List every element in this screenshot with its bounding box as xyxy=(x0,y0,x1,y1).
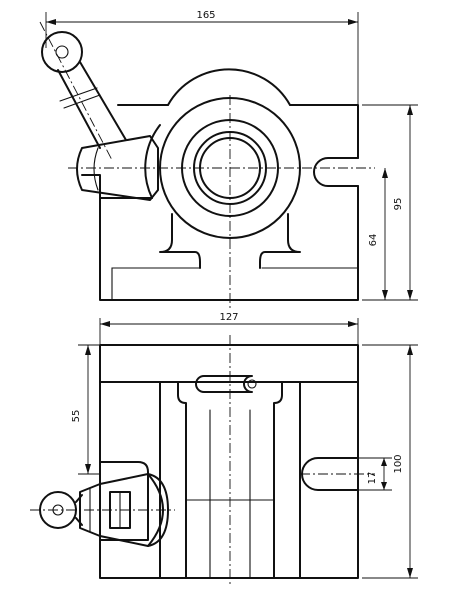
top-lever-ring-1 xyxy=(59,87,98,102)
dim-165-label: 165 xyxy=(196,10,215,21)
dim-100-label: 100 xyxy=(393,454,404,473)
bottom-handle-neck xyxy=(75,494,83,526)
dim-17-label: 17 xyxy=(367,472,378,485)
dim-95-arrow-top xyxy=(407,105,413,115)
top-lever-centerline xyxy=(39,21,113,161)
top-right-slot xyxy=(313,157,359,187)
dim-64-arrow-top xyxy=(382,168,388,178)
dim-127-label: 127 xyxy=(219,312,238,323)
top-lever-ring-2 xyxy=(63,94,101,109)
top-handle-sleeve xyxy=(76,135,159,201)
top-base-block xyxy=(99,104,359,301)
dim-127-arrow-right xyxy=(348,321,358,327)
dim-165-arrow-left xyxy=(46,19,56,25)
top-base-step xyxy=(111,267,359,301)
bottom-handle-cap xyxy=(109,491,131,529)
dim-95-arrow-bottom xyxy=(407,290,413,300)
dim-100-arrow-bottom xyxy=(407,568,413,578)
top-ball-knob xyxy=(41,31,83,73)
top-view: 165 95 64 xyxy=(39,10,418,308)
dim-17-arrow-bottom xyxy=(381,482,387,490)
dim-95-label: 95 xyxy=(393,198,404,211)
dim-64-arrow-bottom xyxy=(382,290,388,300)
top-boss-outer xyxy=(144,68,291,199)
dim-127-arrow-left xyxy=(100,321,110,327)
dim-55-arrow-top xyxy=(85,345,91,355)
bottom-top-slot xyxy=(195,375,253,393)
bottom-right-wall xyxy=(273,381,301,579)
top-sleeve-line xyxy=(93,147,99,191)
dim-100-arrow-top xyxy=(407,345,413,355)
bottom-left-cutout xyxy=(99,461,149,541)
top-ball-highlight xyxy=(55,45,69,59)
bottom-slot-hole xyxy=(247,379,257,389)
top-left-leg xyxy=(159,213,201,269)
dim-17-arrow-top xyxy=(381,458,387,466)
top-lever-arm xyxy=(57,61,127,149)
dim-64-label: 64 xyxy=(368,234,379,247)
dim-55-label: 55 xyxy=(71,410,82,423)
top-block-left-inner xyxy=(81,174,101,199)
top-right-leg xyxy=(259,213,301,269)
bottom-view: 127 55 100 17 xyxy=(30,312,418,585)
dim-55-arrow-bottom xyxy=(85,464,91,474)
dim-165-arrow-right xyxy=(348,19,358,25)
bottom-left-wall xyxy=(159,381,187,579)
